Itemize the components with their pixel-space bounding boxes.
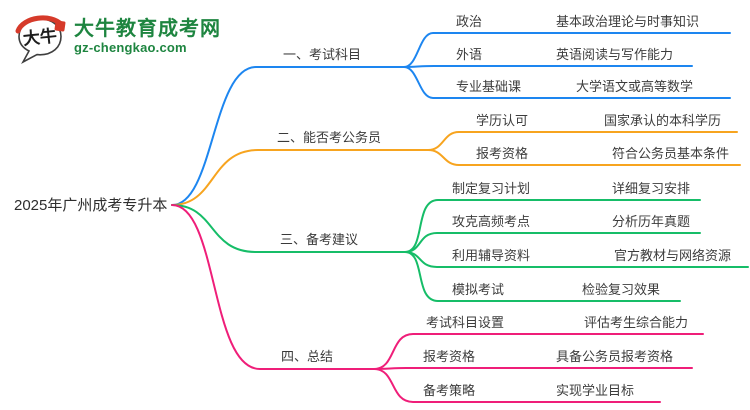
speech-bubble-shape bbox=[18, 18, 62, 64]
branch-1-main-line bbox=[171, 66, 405, 206]
branch-3-label: 三、备考建议 bbox=[280, 232, 359, 247]
branch-1-row-line bbox=[403, 65, 693, 68]
logo-characters: 大牛 bbox=[22, 25, 58, 48]
branch-2-row-line bbox=[427, 149, 741, 166]
branch-1-row-line bbox=[403, 66, 731, 99]
branch-1-row-line bbox=[403, 32, 731, 68]
site-logo: 大牛 大牛教育成考网 gz-chengkao.com bbox=[12, 10, 221, 66]
subtopic: 政治 bbox=[456, 14, 483, 29]
logo-bubble-icon: 大牛 bbox=[15, 15, 66, 64]
branch-4-row-line bbox=[373, 367, 693, 370]
branch-2-row-line bbox=[427, 131, 738, 151]
detail: 实现学业目标 bbox=[556, 383, 635, 398]
root-topic: 2025年广州成考专升本 bbox=[14, 197, 168, 214]
subtopic: 制定复习计划 bbox=[452, 181, 531, 196]
detail: 官方教材与网络资源 bbox=[614, 248, 732, 263]
detail: 分析历年真题 bbox=[612, 214, 691, 229]
site-name: 大牛教育成考网 bbox=[74, 18, 221, 40]
branch-4-label: 四、总结 bbox=[281, 349, 334, 364]
branch-4-row-line bbox=[373, 333, 704, 370]
branch-3-main-line bbox=[171, 204, 406, 253]
branch-4-main-line bbox=[171, 204, 375, 370]
detail: 评估考生综合能力 bbox=[584, 315, 689, 330]
detail: 基本政治理论与时事知识 bbox=[556, 14, 700, 29]
detail: 符合公务员基本条件 bbox=[612, 146, 730, 161]
subtopic: 报考资格 bbox=[423, 349, 476, 364]
subtopic: 模拟考试 bbox=[452, 282, 505, 297]
detail: 检验复习效果 bbox=[582, 282, 661, 297]
branch-2-main-line bbox=[171, 149, 429, 206]
subtopic: 外语 bbox=[456, 47, 483, 62]
subtopic: 备考策略 bbox=[423, 383, 476, 398]
branch-2-label: 二、能否考公务员 bbox=[277, 130, 382, 145]
detail: 国家承认的本科学历 bbox=[604, 113, 722, 128]
subtopic: 学历认可 bbox=[476, 113, 529, 128]
logo-text-block: 大牛教育成考网 gz-chengkao.com bbox=[74, 10, 221, 55]
subtopic: 考试科目设置 bbox=[426, 315, 505, 330]
detail: 大学语文或高等数学 bbox=[576, 79, 694, 94]
subtopic: 报考资格 bbox=[476, 146, 529, 161]
subtopic: 利用辅导资料 bbox=[452, 248, 531, 263]
branch-3-row-line bbox=[404, 232, 701, 253]
site-domain: gz-chengkao.com bbox=[74, 40, 187, 55]
red-seal bbox=[54, 20, 66, 32]
detail: 具备公务员报考资格 bbox=[556, 349, 674, 364]
subtopic: 攻克高频考点 bbox=[452, 214, 531, 229]
subtopic: 专业基础课 bbox=[456, 79, 522, 94]
branch-3-row-line bbox=[404, 199, 701, 253]
branch-3-row-line bbox=[404, 251, 681, 302]
detail: 详细复习安排 bbox=[612, 181, 691, 196]
detail: 英语阅读与写作能力 bbox=[556, 47, 674, 62]
branch-1-label: 一、考试科目 bbox=[283, 47, 362, 62]
branch-4-row-line bbox=[373, 368, 661, 403]
